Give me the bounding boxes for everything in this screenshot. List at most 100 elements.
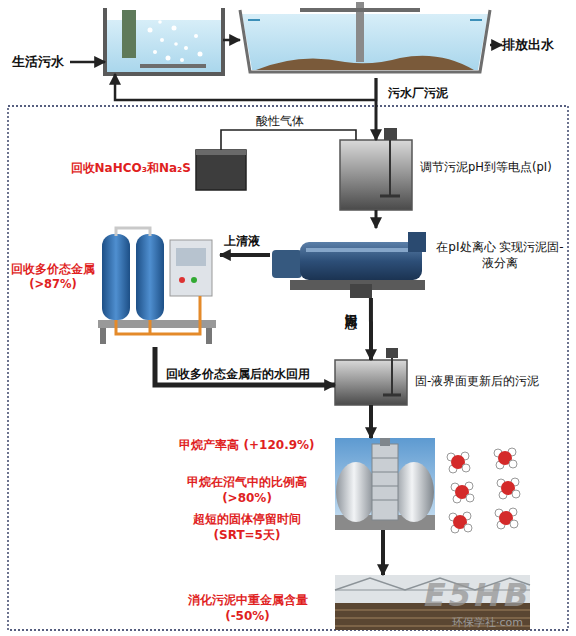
digester-art [380, 438, 390, 446]
centrifuge-art [300, 242, 422, 280]
ion-exchange-unit: 回收多价态金属 (>87%) [95, 222, 220, 347]
flow-connector [115, 74, 376, 100]
edge-label: 污水厂污泥 [388, 86, 448, 100]
ion-exchange-art [136, 234, 164, 320]
dotted-frame [8, 106, 568, 630]
ph-tank-art [384, 128, 397, 140]
node-text: 超短的固体停留时间 (SRT=5天) [167, 512, 327, 544]
ion-exchange-art [179, 277, 185, 283]
ph-tank-art [340, 140, 412, 210]
sludge-tank-art [335, 348, 407, 405]
methane-molecule [510, 520, 518, 528]
ph-tank-art [380, 195, 400, 198]
methane-molecules [447, 448, 520, 533]
ph-tank: 调节污泥pH到等电点(pI) [340, 140, 412, 210]
sludge-tank-art [386, 348, 398, 358]
node-text: 生活污水 [12, 53, 70, 70]
sludge-tank: 固-液界面更新后的污泥 [335, 360, 407, 405]
clarifier-art [300, 8, 420, 12]
recovery-tank-art [196, 150, 246, 155]
methane-molecule [497, 478, 520, 499]
watermark: 环保学社·com [452, 615, 523, 630]
ion-exchange-art [100, 328, 106, 344]
aeration-tank-art [148, 28, 153, 33]
ion-exchange-art [170, 240, 212, 296]
ion-exchange-art [98, 228, 216, 344]
recovery-tank-art [196, 150, 246, 190]
methane-molecule [495, 508, 518, 529]
flow-connector [369, 298, 373, 360]
methane-molecule [509, 460, 517, 468]
methane-molecule [451, 482, 474, 503]
node-text: 甲烷在沼气中的比例高 (>80%) [167, 475, 327, 507]
sludge-tank-art [391, 352, 393, 395]
centrifuge-art [306, 248, 416, 252]
flow-connector [375, 78, 378, 140]
digester-art [394, 462, 434, 522]
ion-exchange-art [116, 228, 150, 236]
ph-tank-art [389, 140, 391, 196]
node-text: 在pI处离心 实现污泥固-液分离 [436, 240, 564, 272]
methane-molecule [462, 464, 470, 472]
aeration-tank-art [198, 52, 203, 57]
methane-molecule [466, 494, 474, 502]
aeration-tank-art [184, 46, 188, 50]
ion-exchange-art [191, 277, 197, 283]
aeration-tank-art [153, 50, 157, 54]
digester-art [372, 500, 398, 501]
methane-molecule [512, 490, 520, 498]
node-text: 甲烷产率高 (+120.9%) [167, 438, 327, 454]
sludge-tank-art [383, 394, 401, 397]
flow-connector [70, 61, 105, 64]
input-label: 生活污水 [12, 52, 70, 72]
digester-art [335, 438, 435, 530]
clarifier-art [240, 2, 490, 72]
aeration-tank-art [180, 58, 184, 62]
edge-label: 污泥固态 [344, 304, 358, 308]
aeration-tank-art [160, 38, 164, 42]
aeration-tank-art [122, 10, 136, 58]
node-text: 调节污泥pH到等电点(pI) [420, 160, 570, 175]
node-text: 排放出水 [502, 36, 562, 53]
clarifier [240, 12, 490, 78]
methane-molecule [447, 452, 470, 473]
connector-group [70, 40, 502, 575]
ion-exchange-art [116, 296, 200, 334]
node-text: 固-液界面更新后的污泥 [415, 374, 565, 390]
node-text: 消化污泥中重金属含量 (-50%) [170, 593, 325, 625]
watermark: E5HB [424, 576, 531, 614]
ph-tank-art [340, 128, 412, 210]
ion-exchange-art [206, 328, 212, 344]
aeration-tank-art [140, 64, 206, 68]
flow-connector [369, 405, 373, 438]
flow-connector [490, 44, 502, 47]
digester-art [336, 462, 376, 522]
digester-art [372, 472, 398, 473]
aeration-tank-art [158, 20, 162, 24]
flow-connector [155, 347, 335, 385]
centrifuge-art [350, 284, 372, 298]
aeration-tank [105, 12, 223, 74]
clarifier-art [248, 19, 260, 21]
digester-art [335, 438, 435, 530]
methane-molecule [449, 512, 472, 533]
flow-connector [223, 39, 240, 42]
recovery-tank: 回收NaHCO₃和Na₂S [196, 150, 246, 190]
digester-art [372, 444, 398, 520]
aeration-tank-art [105, 8, 223, 74]
digester-art [372, 486, 398, 487]
clarifier-art [256, 56, 474, 70]
flow-connector [220, 253, 270, 257]
edge-label: 上清液 [224, 234, 260, 248]
digester: 甲烷产率高 (+120.9%)甲烷在沼气中的比例高 (>80%)超短的固体停留时… [335, 438, 435, 530]
centrifuge-art [272, 250, 302, 278]
centrifuge-art [272, 232, 426, 298]
ion-exchange-art [176, 248, 206, 266]
flow-connector [381, 530, 385, 575]
digester-art [372, 458, 398, 459]
